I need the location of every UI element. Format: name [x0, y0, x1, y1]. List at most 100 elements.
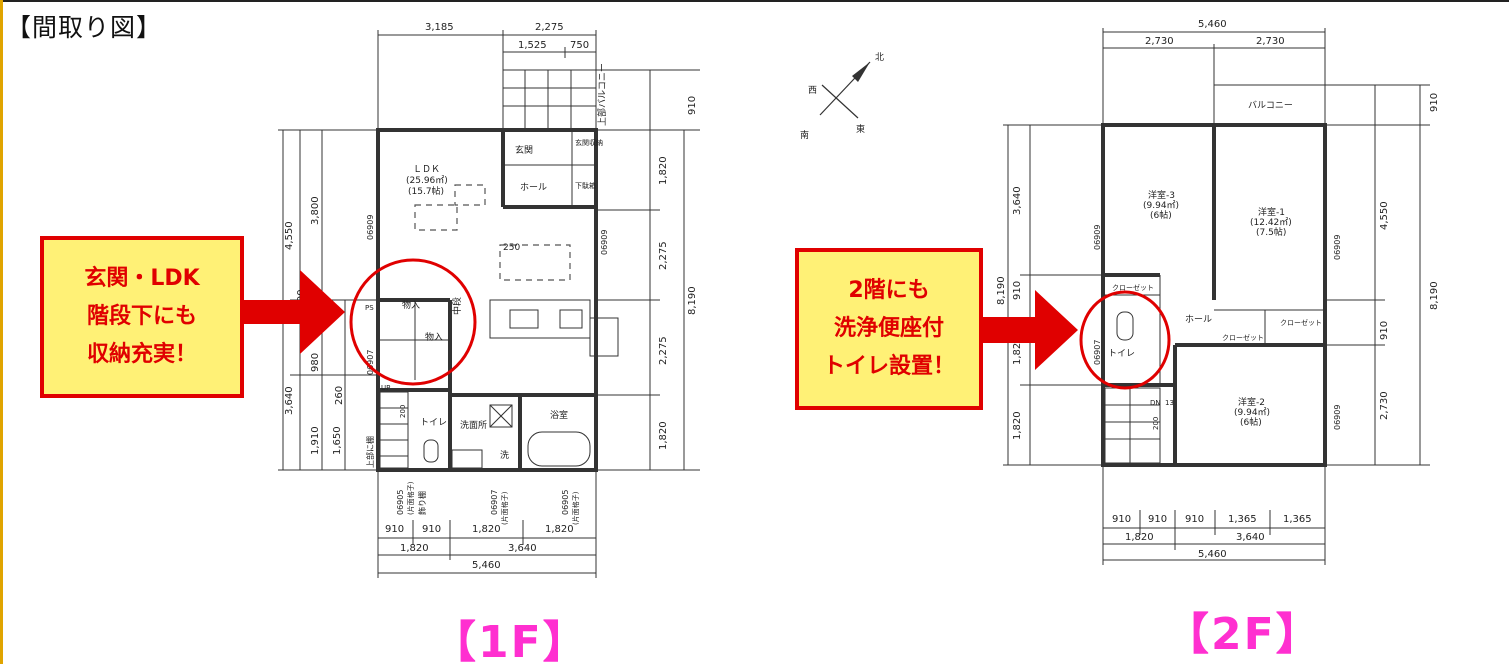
f2-callout-line1: 2階にも	[848, 278, 930, 303]
f2-room1-tatami: (7.5帖)	[1256, 226, 1286, 238]
f2-win2: 06909	[1333, 235, 1342, 260]
floor2-plan: 5,460 2,730 2,730 バルコニー 洋室-3 (9.94㎡) (6帖…	[980, 19, 1440, 565]
f2-callout-line2: 洗浄便座付	[833, 316, 944, 341]
f1-storage2: 物入	[425, 331, 443, 343]
f1-dim-left-6: 980	[310, 353, 321, 372]
f1-ldk-label: ＬＤＫ	[413, 165, 440, 175]
f1-dim-right-1: 910	[687, 96, 698, 115]
f1-dim-right-3: 2,275	[658, 241, 669, 270]
f1-entrance-storage: 玄関収納	[575, 138, 603, 147]
f1-window2: 06907	[490, 490, 499, 515]
f1-wash: 洗	[500, 449, 509, 461]
f1-table-outline	[414, 184, 571, 281]
f2-dn: DN	[1150, 399, 1161, 407]
f2-dim-right-3: 8,190	[1429, 281, 1440, 310]
f1-dim-left-9: 260	[334, 386, 345, 405]
f1-entrance-label: 玄関	[515, 144, 533, 156]
f2-dim-top-3: 2,730	[1256, 36, 1285, 47]
f2-win4: 06907	[1093, 340, 1102, 365]
f2-toilet: トイレ	[1108, 349, 1135, 359]
f2-win1: 06909	[1093, 225, 1102, 250]
f1-dim-bottom-3: 1,820	[472, 524, 501, 535]
f2-dim-top-1: 5,460	[1198, 19, 1227, 30]
f2-room2-tatami: (6帖)	[1240, 416, 1262, 428]
f1-dim-bottom-6: 3,640	[508, 543, 537, 554]
f2-dim-left-5: 1,820	[1012, 336, 1023, 365]
f1-dim-right-6: 1,820	[658, 421, 669, 450]
f2-dim-right-5: 2,730	[1379, 391, 1390, 420]
f1-bath: 浴室	[550, 409, 568, 421]
f1-kitchen-dim: 250	[503, 243, 520, 253]
f1-dim-left-5: 1,650	[332, 426, 343, 455]
f2-dim-left-2: 910	[1012, 281, 1023, 300]
f2-room1: 洋室-1	[1258, 206, 1285, 218]
f2-room3-tatami: (6帖)	[1150, 209, 1172, 221]
top-border	[0, 0, 1509, 2]
f1-dim-bottom-2: 910	[422, 524, 441, 535]
f1-dim-left-3: 3,640	[284, 386, 295, 415]
f1-dim-top-3: 1,525	[518, 40, 547, 51]
compass: 北 西 東 南	[800, 52, 884, 141]
floor1-plan: 3,185 2,275 1,525 750 4,550 3,800 3,640 …	[240, 22, 700, 578]
f2-dim-left-3: 8,190	[996, 276, 1007, 305]
f2-dim-bottom-4: 1,365	[1228, 514, 1257, 525]
f1-lattice2: (片面格子)	[500, 491, 509, 525]
f2-dim-bottom-1: 910	[1112, 514, 1131, 525]
f2-win3: 06909	[1333, 405, 1342, 430]
f1-callout-line3: 収納充実！	[86, 342, 197, 367]
f1-dim-bottom-total: 5,460	[472, 560, 501, 571]
f1-dim-right-4: 8,190	[687, 286, 698, 315]
f2-dim-right-1: 910	[1429, 93, 1440, 112]
f1-balcony-grid	[502, 69, 597, 131]
f2-stair-dim: 200	[1152, 417, 1160, 430]
f1-hanging: 中段	[451, 297, 463, 315]
f2-step13: 13	[1165, 399, 1174, 407]
f1-lattice3: (片面格子)	[571, 491, 580, 525]
f1-dim-top-1: 3,185	[425, 22, 454, 33]
f2-callout-box: 2階にも 洗浄便座付 トイレ設置！	[795, 248, 983, 410]
f1-lattice1: (片面格子)	[406, 481, 415, 515]
compass-east: 東	[856, 123, 865, 135]
f2-balcony: バルコニー	[1248, 100, 1293, 111]
f1-dim-bottom-1: 910	[385, 524, 404, 535]
f2-closet1: クローゼット	[1112, 283, 1154, 292]
f2-dim-right-2: 4,550	[1379, 201, 1390, 230]
f2-dim-bottom-6: 1,820	[1125, 532, 1154, 543]
f1-window1: 06905	[396, 490, 405, 515]
f2-room3: 洋室-3	[1148, 189, 1175, 201]
f1-callout-line1: 玄関・LDK	[84, 266, 200, 291]
f2-callout-arrow	[980, 290, 1078, 370]
f1-up: UP	[381, 384, 390, 392]
f1-dim-bottom-5: 1,820	[400, 543, 429, 554]
f1-dim-right-2: 1,820	[658, 156, 669, 185]
f1-shoe-label: 下駄箱	[575, 181, 596, 190]
f2-room3-area: (9.94㎡)	[1143, 200, 1179, 211]
f2-closet2: クローゼット	[1222, 333, 1264, 342]
f1-window3: 06905	[561, 490, 570, 515]
f1-dim-top-4: 750	[570, 40, 589, 51]
f1-win-side-l: 06909	[366, 215, 375, 240]
f2-dim-right-4: 910	[1379, 321, 1390, 340]
f1-stair-dim: 200	[399, 405, 407, 418]
f2-hall: ホール	[1185, 314, 1212, 325]
f2-room1-area: (12.42㎡)	[1250, 217, 1292, 228]
f2-dim-bottom-2: 910	[1148, 514, 1167, 525]
f2-floor-label: 【2F】	[1165, 609, 1322, 660]
f2-dim-left-1: 3,640	[1012, 186, 1023, 215]
f1-ldk-tatami: (15.7帖)	[408, 185, 444, 197]
f1-dim-right-5: 2,275	[658, 336, 669, 365]
f1-toilet: トイレ	[420, 418, 447, 428]
f1-washroom: 洗面所	[460, 419, 487, 431]
f1-dim-left-4: 1,910	[310, 426, 321, 455]
f1-dim-top-2: 2,275	[535, 22, 564, 33]
f2-dim-bottom-3: 910	[1185, 514, 1204, 525]
f2-closet3: クローゼット	[1280, 318, 1322, 327]
compass-west: 西	[808, 85, 817, 96]
f1-callout-line2: 階段下にも	[86, 304, 197, 329]
f1-callout-arrow	[240, 270, 345, 354]
page-heading: 【間取り図】	[6, 13, 163, 42]
f1-floor-label: 【1F】	[432, 617, 589, 668]
f2-dim-top-2: 2,730	[1145, 36, 1174, 47]
f2-dim-bottom-5: 1,365	[1283, 514, 1312, 525]
